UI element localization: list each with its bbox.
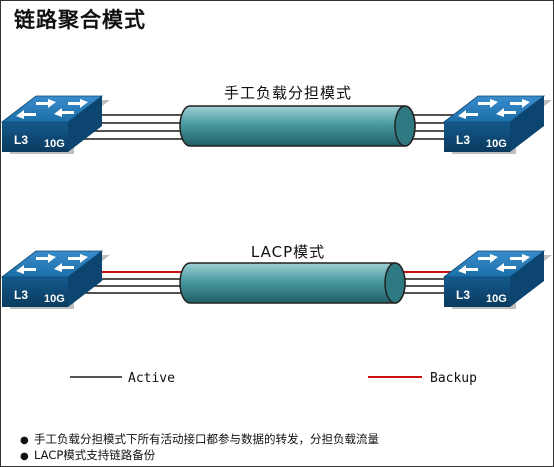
switch-icon: L3 10G xyxy=(1,95,111,155)
note-item: ●LACP模式支持链路备份 xyxy=(20,448,156,462)
tube-end xyxy=(384,262,406,304)
switch-label-l3: L3 xyxy=(14,133,28,147)
mode-label: 手工负载分担模式 xyxy=(224,84,352,102)
manual-mode-group: L3 10G L3 10G 手工负载分担模式 xyxy=(1,84,553,155)
bullet-icon: ● xyxy=(20,451,29,462)
link-tube xyxy=(179,105,416,147)
legend-active-label: Active xyxy=(128,371,175,386)
legend-backup-label: Backup xyxy=(430,371,477,386)
switch-label-10g: 10G xyxy=(44,293,65,305)
page-title: 链路聚合模式 xyxy=(14,8,146,32)
switch-icon: L3 10G xyxy=(443,250,553,310)
switch-icon: L3 10G xyxy=(443,95,553,155)
switch-label-l3: L3 xyxy=(456,288,470,302)
mode-label: LACP模式 xyxy=(251,243,325,261)
switch-icon: L3 10G xyxy=(1,250,111,310)
switch-label-l3: L3 xyxy=(456,133,470,147)
link-tube xyxy=(179,262,406,304)
switch-label-10g: 10G xyxy=(44,138,65,150)
tube-end xyxy=(394,105,416,147)
lacp-mode-group: L3 10G L3 10G LACP模式 xyxy=(1,243,553,310)
legend: Active Backup xyxy=(70,371,477,386)
switch-label-l3: L3 xyxy=(14,288,28,302)
bullet-icon: ● xyxy=(20,435,29,446)
switch-label-10g: 10G xyxy=(486,293,507,305)
switch-label-10g: 10G xyxy=(486,138,507,150)
note-item: ●手工负载分担模式下所有活动接口都参与数据的转发，分担负载流量 xyxy=(20,432,379,446)
